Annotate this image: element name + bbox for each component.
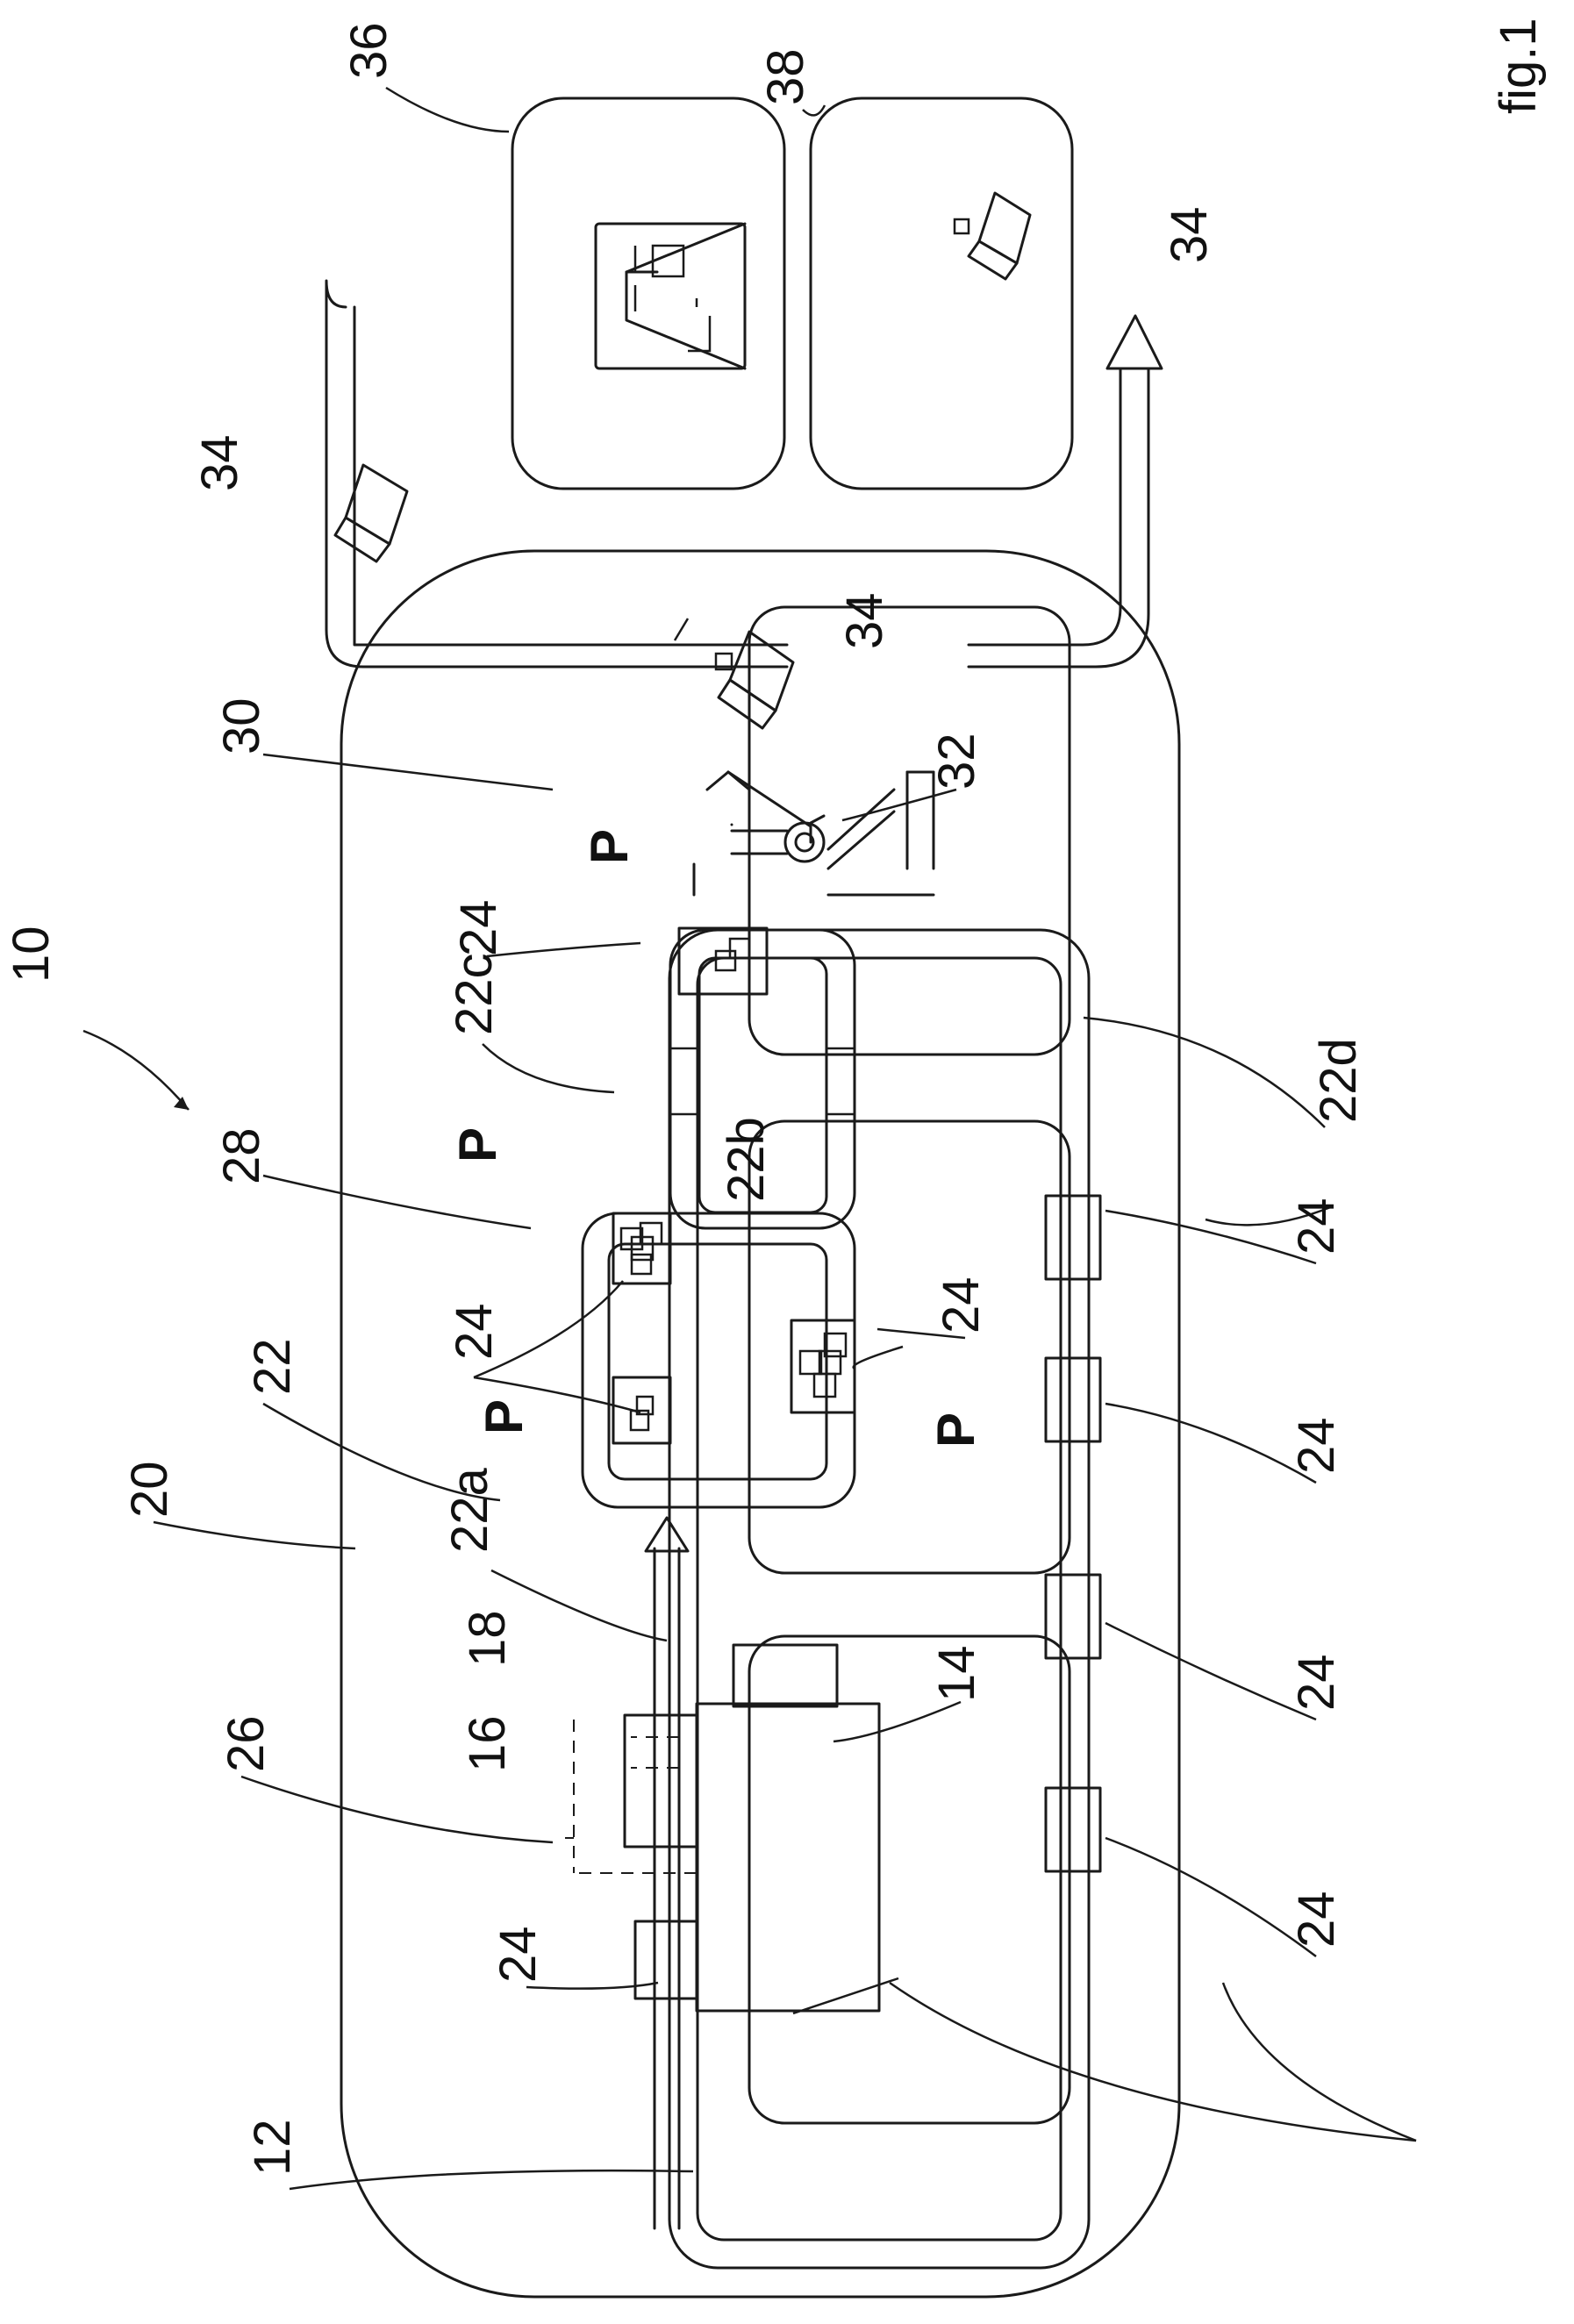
label-fig: fig.1: [1490, 18, 1547, 114]
label-22: 22: [244, 1338, 301, 1395]
label-38: 38: [757, 48, 814, 105]
label-12: 12: [244, 2119, 301, 2176]
zone-production: [749, 1636, 1070, 2123]
label-24-pair: 24: [446, 1303, 503, 1360]
label-26: 26: [218, 1715, 275, 1772]
label-22c: 22c: [446, 953, 503, 1035]
label-24-r1: 24: [1288, 1198, 1345, 1255]
label-22d: 22d: [1310, 1038, 1367, 1123]
label-34-a: 34: [191, 434, 248, 491]
label-24-prod: 24: [490, 1926, 547, 1983]
label-24-r3: 24: [1288, 1654, 1345, 1711]
station-24-f: [1046, 1196, 1100, 1279]
label-20: 20: [121, 1461, 178, 1518]
label-18: 18: [459, 1610, 516, 1667]
label-34-b: 34: [836, 592, 893, 649]
station-24-g: [1046, 1358, 1100, 1441]
facility-outline: [341, 551, 1179, 2297]
zone-30: [749, 607, 1070, 1055]
zone-28: [749, 1121, 1070, 1573]
label-28: 28: [213, 1127, 270, 1184]
label-p-c: P: [927, 1412, 985, 1448]
unit-16: [625, 1715, 697, 1847]
label-30: 30: [213, 697, 270, 754]
label-16: 16: [459, 1715, 516, 1772]
label-p-a: P: [448, 1127, 507, 1162]
label-32: 32: [928, 733, 985, 790]
package-34-a: [335, 465, 407, 561]
box-38-delivery: [811, 98, 1072, 489]
label-24-r4: 24: [1288, 1891, 1345, 1948]
label-22a: 22a: [441, 1467, 498, 1553]
label-24-r2: 24: [1288, 1417, 1345, 1474]
label-24-top: 24: [450, 899, 507, 956]
package-34-c: [955, 193, 1030, 279]
label-22b: 22b: [718, 1117, 775, 1202]
conveyor-loop-22b-outer: [583, 1213, 855, 1507]
shop-terminal: [596, 224, 745, 368]
label-24-22b: 24: [933, 1276, 990, 1334]
label-36: 36: [340, 22, 397, 79]
label-p-b: P: [475, 1399, 533, 1434]
label-10: 10: [3, 926, 60, 983]
labels: fig.1 10 20 22 22a 18 16 26 24 12 14 28 …: [3, 18, 1547, 2176]
label-p-d: P: [580, 829, 639, 864]
label-14: 14: [928, 1645, 985, 1702]
station-24-a: [635, 1921, 697, 1999]
control-26: [565, 1720, 697, 1873]
machine-12: [697, 1704, 879, 2011]
robot-32: [694, 772, 934, 895]
station-24-h: [1046, 1575, 1100, 1658]
station-24-i: [1046, 1788, 1100, 1871]
label-34-c: 34: [1161, 206, 1218, 263]
